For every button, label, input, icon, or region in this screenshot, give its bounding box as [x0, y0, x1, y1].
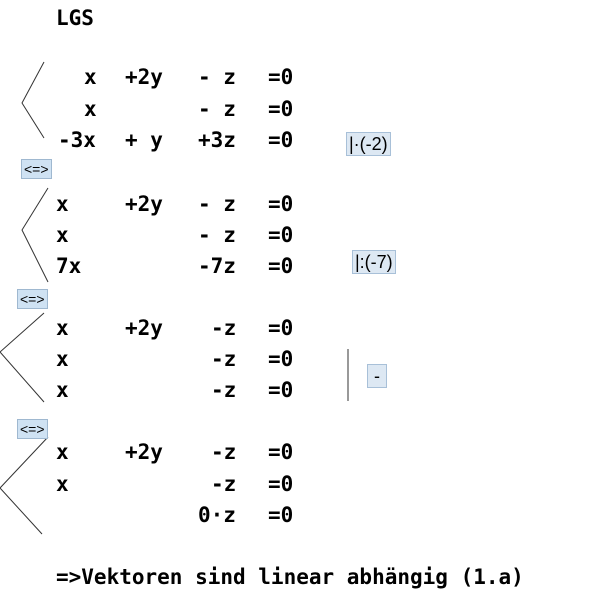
row-operation-note-1: |·(-2): [346, 132, 391, 156]
coef-z: - z: [198, 192, 236, 216]
rhs: =0: [268, 347, 294, 371]
row-operation-note-2: |:(-7): [352, 250, 396, 274]
coef-z: -z: [211, 378, 237, 402]
rhs: =0: [268, 378, 294, 402]
rhs: =0: [268, 254, 294, 278]
coef-x: x: [56, 347, 69, 371]
coef-y: +2y: [125, 316, 163, 340]
rhs: =0: [268, 97, 294, 121]
coef-z: - z: [198, 65, 236, 89]
coef-z: -z: [211, 472, 237, 496]
coef-z: - z: [198, 97, 236, 121]
coef-x: x: [56, 316, 69, 340]
coef-x: x: [56, 192, 69, 216]
coef-x: -3x: [58, 128, 96, 152]
coef-y: +2y: [125, 65, 163, 89]
coef-x: x: [56, 223, 69, 247]
coef-x: x: [56, 472, 69, 496]
coef-y: + y: [125, 128, 163, 152]
coef-x: x: [56, 440, 69, 464]
coef-x: 7x: [56, 254, 82, 278]
coef-x: x: [56, 378, 69, 402]
coef-y: +2y: [125, 192, 163, 216]
rhs: =0: [268, 472, 294, 496]
coef-x: x: [84, 65, 97, 89]
rhs: =0: [268, 128, 294, 152]
rhs: =0: [268, 440, 294, 464]
rhs: =0: [268, 223, 294, 247]
coef-z: -z: [211, 347, 237, 371]
coef-x: x: [84, 97, 97, 121]
rhs: =0: [268, 503, 294, 527]
coef-z: -z: [211, 316, 237, 340]
equivalence-label-1: <=>: [21, 159, 52, 179]
coef-z: 0·z: [198, 503, 236, 527]
coef-z: -7z: [198, 254, 236, 278]
coef-z: -z: [211, 440, 237, 464]
equivalence-label-3: <=>: [17, 419, 48, 439]
equivalence-label-2: <=>: [17, 289, 48, 309]
rhs: =0: [268, 65, 294, 89]
conclusion-text: =>Vektoren sind linear abhängig (1.a): [56, 565, 524, 589]
rhs: =0: [268, 316, 294, 340]
coef-z: +3z: [198, 128, 236, 152]
coef-y: +2y: [125, 440, 163, 464]
rhs: =0: [268, 192, 294, 216]
coef-z: - z: [198, 223, 236, 247]
page-title: LGS: [56, 6, 94, 30]
row-operation-note-3: -: [367, 364, 387, 388]
